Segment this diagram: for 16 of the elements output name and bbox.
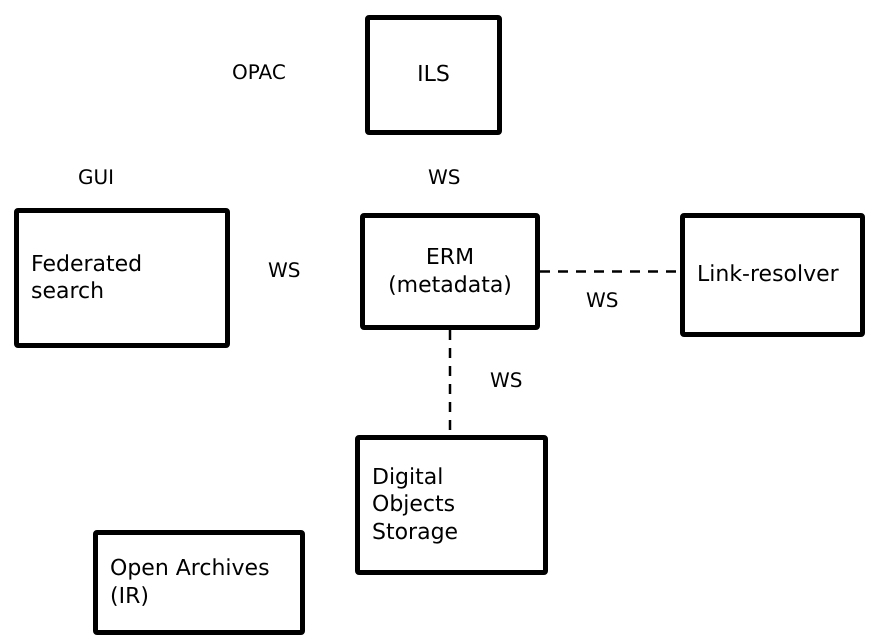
box-label: ERM (metadata) — [387, 244, 513, 299]
system-box — [355, 435, 548, 575]
interface-label: OPAC — [232, 60, 286, 85]
box-label: ILS — [417, 61, 450, 89]
interface-label: GUI — [78, 165, 114, 190]
interface-label: WS — [268, 258, 300, 283]
interface-label: WS — [428, 165, 460, 190]
box-label: Open Archives (IR) — [110, 555, 271, 610]
system-box — [93, 530, 305, 635]
box-label: Federated search — [31, 250, 144, 306]
box-label: Digital Objects Storage — [372, 464, 460, 546]
system-box — [14, 208, 230, 348]
system-box — [680, 213, 865, 337]
system-box — [360, 213, 540, 330]
box-label: Link-resolver — [697, 261, 839, 289]
system-box — [365, 15, 502, 135]
